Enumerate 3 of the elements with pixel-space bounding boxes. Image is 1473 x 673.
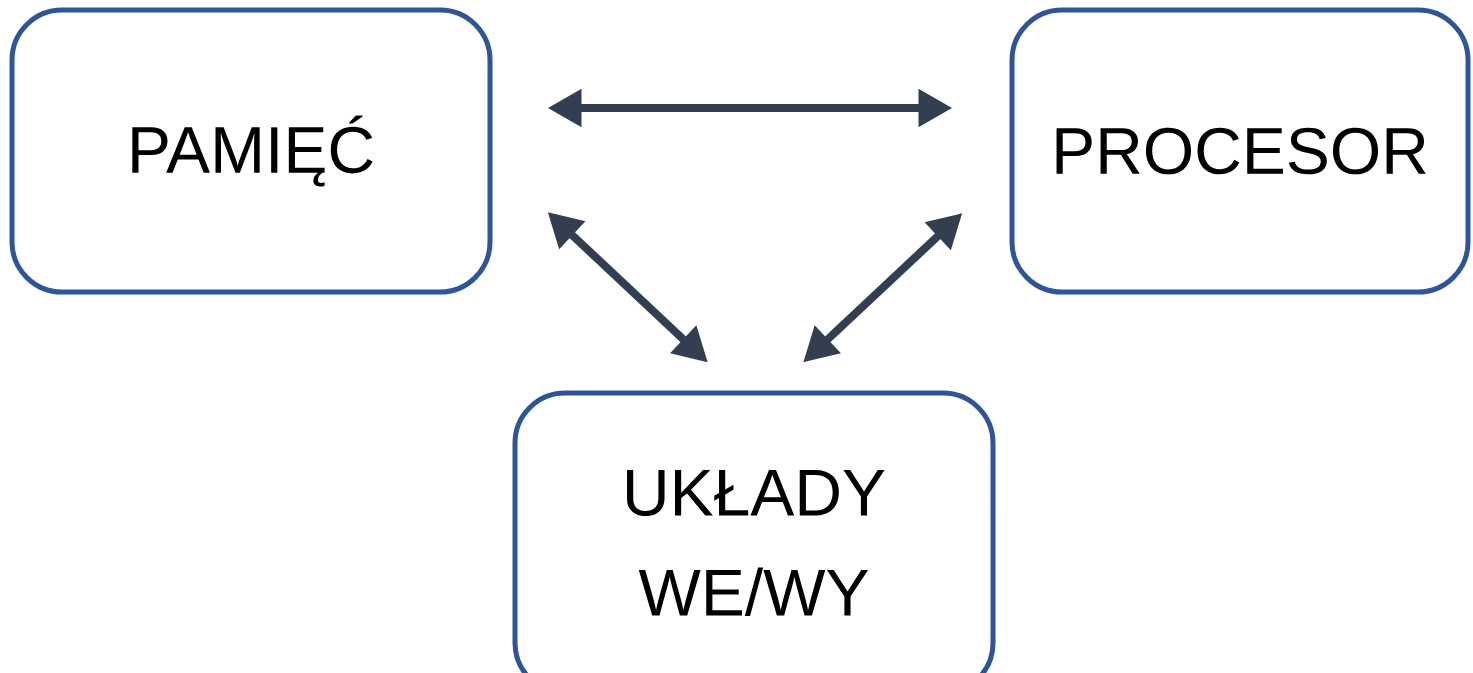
process-box: PAMIĘĆ [9, 7, 493, 295]
process-box: PROCESOR [1009, 7, 1471, 295]
process-box: UKŁADY WE/WY [512, 390, 996, 673]
